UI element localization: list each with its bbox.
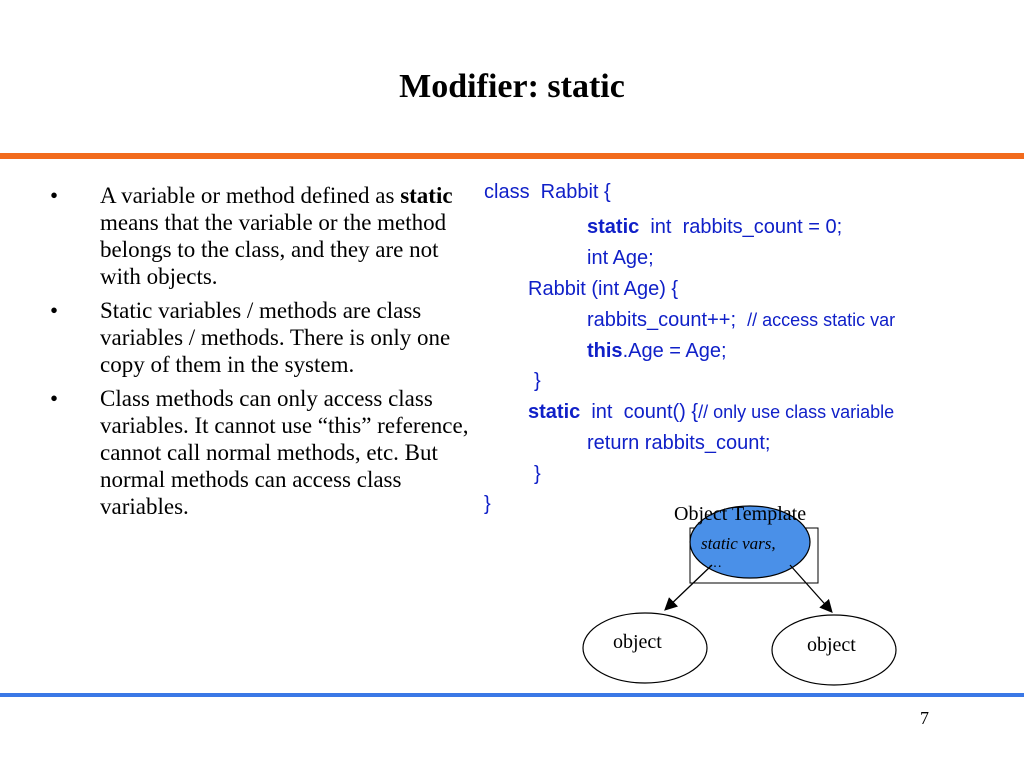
- code-text: int Age;: [587, 247, 654, 269]
- template-label: Object Template: [674, 503, 807, 525]
- arrow-right: [789, 564, 833, 613]
- static-vars-label: static vars,: [701, 534, 776, 553]
- code-line: }: [534, 370, 541, 393]
- bottom-divider: [0, 693, 1024, 697]
- template-box: [689, 527, 819, 584]
- bullet-marker: •: [50, 386, 59, 411]
- page-number: 7: [920, 708, 929, 728]
- code-text: }: [484, 493, 491, 515]
- code-text: return rabbits_count;: [587, 432, 771, 454]
- bullet-text: Class methods can only access class vari…: [100, 386, 469, 519]
- code-comment: // access static var: [747, 310, 896, 330]
- code-keyword: static: [528, 401, 581, 423]
- code-keyword: this: [587, 340, 623, 362]
- bold-keyword: static: [400, 183, 453, 208]
- code-text: rabbits_count++;: [587, 309, 748, 331]
- code-line: class Rabbit {: [484, 181, 611, 204]
- object-label-left: object: [613, 631, 662, 653]
- code-text: }: [534, 370, 541, 392]
- code-keyword: static: [587, 216, 640, 238]
- code-line: this.Age = Age;: [587, 340, 727, 363]
- code-text: int count() {: [580, 401, 699, 423]
- code-text: }: [534, 463, 541, 485]
- code-line: static int rabbits_count = 0;: [587, 216, 842, 239]
- code-line: }: [484, 493, 491, 516]
- code-text: class Rabbit {: [484, 181, 611, 203]
- bullet-text: means that the variable or the method be…: [100, 210, 447, 289]
- code-line: Rabbit (int Age) {: [528, 278, 678, 301]
- ellipsis-label: …: [708, 556, 722, 571]
- bullet-item: • Class methods can only access class va…: [44, 385, 474, 520]
- code-comment: // only use class variable: [698, 402, 895, 422]
- bullet-text: Static variables / methods are class var…: [100, 298, 451, 377]
- code-line: }: [534, 463, 541, 486]
- bullet-marker: •: [50, 183, 59, 208]
- code-line: static int count() {// only use class va…: [528, 401, 894, 424]
- code-text: .Age = Age;: [622, 340, 727, 362]
- code-line: int Age;: [587, 247, 654, 270]
- code-text: Rabbit (int Age) {: [528, 278, 679, 300]
- code-line: return rabbits_count;: [587, 432, 770, 455]
- bullet-list: • A variable or method defined as static…: [44, 182, 474, 527]
- bullet-item: • Static variables / methods are class v…: [44, 297, 474, 378]
- slide-title: Modifier: static: [399, 68, 625, 105]
- bullet-item: • A variable or method defined as static…: [44, 182, 474, 290]
- code-line: rabbits_count++; // access static var: [587, 309, 895, 332]
- code-text: int rabbits_count = 0;: [639, 216, 843, 238]
- top-divider: [0, 153, 1024, 159]
- static-vars-ellipse: [689, 505, 811, 579]
- bullet-marker: •: [50, 298, 59, 323]
- bullet-text: A variable or method defined as: [100, 183, 401, 208]
- arrow-left: [664, 564, 713, 611]
- object-label-right: object: [807, 634, 856, 656]
- object-ellipse-right: [771, 614, 897, 686]
- object-ellipse-left: [582, 612, 708, 684]
